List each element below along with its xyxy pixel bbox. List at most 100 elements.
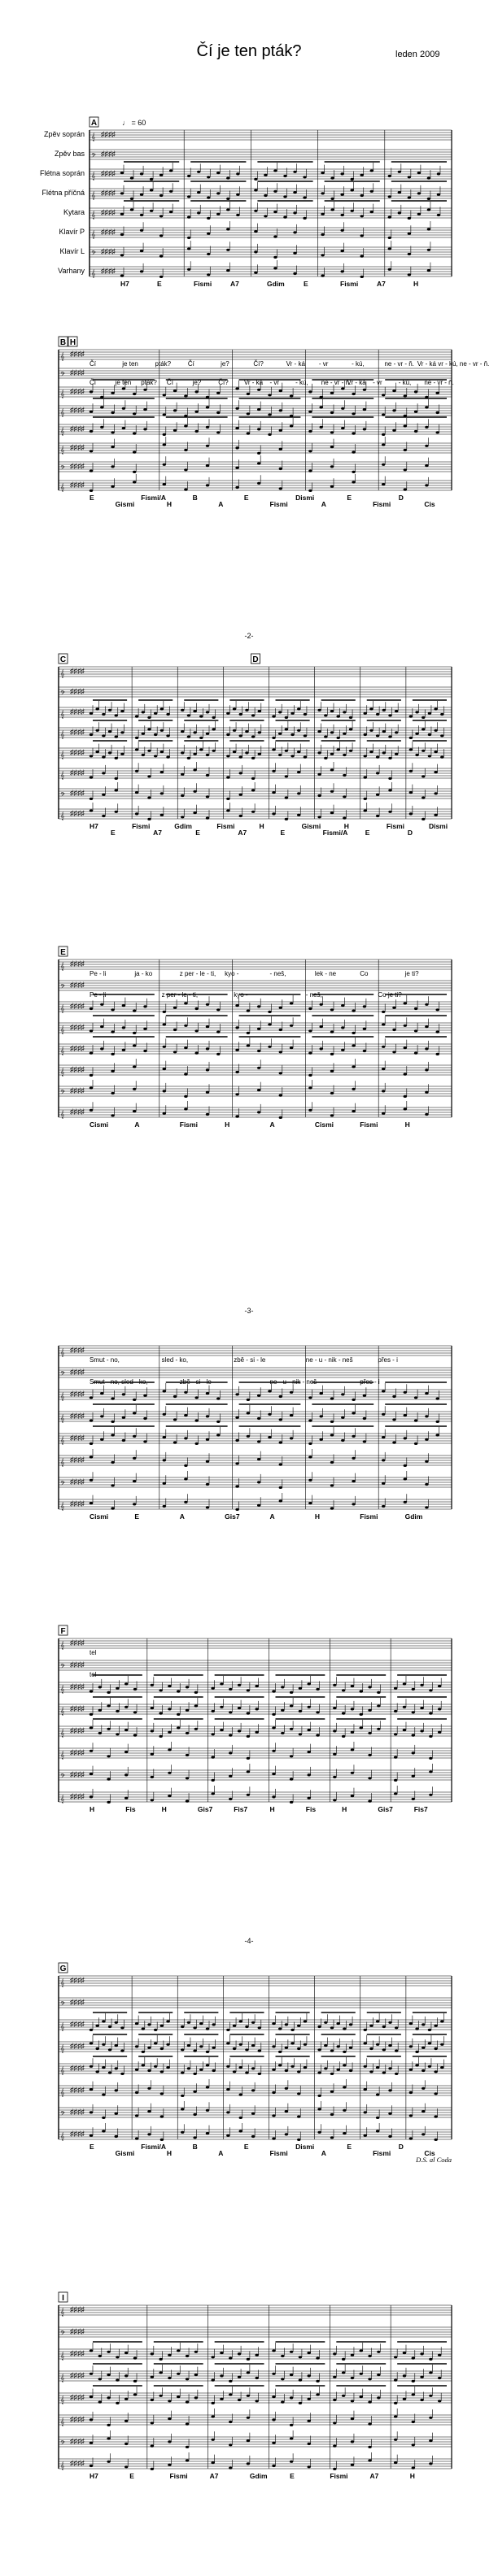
staff: 𝄞♯♯♯♯ <box>90 188 452 200</box>
note <box>159 2115 164 2118</box>
note <box>359 2349 363 2352</box>
note <box>333 1775 337 1779</box>
note <box>89 410 94 413</box>
staff: 𝄞♯♯♯♯ <box>59 1747 452 1760</box>
note <box>89 2111 94 2114</box>
note <box>114 2067 118 2070</box>
chord-symbol: Cis <box>424 500 435 508</box>
note <box>257 1005 261 1008</box>
note <box>153 733 158 737</box>
note <box>317 2071 321 2074</box>
note <box>330 431 334 434</box>
note <box>393 1778 398 1782</box>
note <box>264 194 268 198</box>
note <box>330 1397 334 1400</box>
chord-symbol: H7 <box>90 822 98 830</box>
chord-symbol: D <box>399 494 404 502</box>
note <box>220 2374 224 2378</box>
note <box>387 174 391 178</box>
note <box>159 255 164 258</box>
note <box>181 2071 185 2074</box>
note <box>187 236 191 239</box>
clef: 𝄞 <box>60 2066 64 2075</box>
note <box>360 215 364 218</box>
note <box>257 1416 261 1421</box>
chord-symbol: A7 <box>377 280 386 288</box>
note <box>102 2020 106 2023</box>
note <box>89 2088 94 2091</box>
note <box>226 2028 230 2031</box>
note <box>229 1734 233 1737</box>
note <box>362 1394 367 1397</box>
note <box>257 1027 261 1030</box>
key-signature: ♯♯♯♯ <box>70 728 85 736</box>
note <box>277 2064 282 2067</box>
note <box>186 2021 191 2024</box>
note <box>293 191 297 194</box>
note <box>166 2043 170 2046</box>
note <box>229 2420 233 2424</box>
note <box>102 2066 106 2069</box>
note <box>89 797 94 801</box>
note <box>107 2048 112 2052</box>
clef: 𝄞 <box>60 2308 64 2317</box>
note <box>417 212 422 215</box>
note <box>153 2028 158 2031</box>
note <box>437 1708 442 1711</box>
note <box>369 2024 374 2027</box>
note <box>307 1705 311 1708</box>
note <box>257 710 262 713</box>
note <box>116 1733 120 1736</box>
note <box>150 2375 155 2378</box>
note <box>205 444 210 447</box>
note <box>297 2047 301 2051</box>
note <box>162 1459 166 1462</box>
note <box>375 755 380 759</box>
note <box>120 274 124 277</box>
lyric-syllable: ne - vr - ň. <box>384 360 413 368</box>
note <box>268 394 272 397</box>
note <box>317 730 321 733</box>
note <box>272 748 276 751</box>
note <box>411 1751 415 1755</box>
note <box>107 1778 111 1781</box>
note <box>89 776 94 779</box>
note <box>368 1686 372 1689</box>
note <box>440 2043 444 2046</box>
tempo-mark: ♩ = 60 <box>122 119 146 127</box>
note <box>205 395 210 398</box>
note <box>114 810 118 813</box>
clef: 𝄞 <box>60 2352 64 2361</box>
note <box>333 2422 337 2425</box>
note <box>111 1052 115 1055</box>
note <box>162 443 166 446</box>
note <box>185 1753 190 1757</box>
note <box>319 1025 323 1029</box>
note <box>293 211 297 215</box>
note <box>216 391 221 394</box>
note <box>232 2047 237 2051</box>
note <box>308 450 312 453</box>
note <box>425 1025 429 1029</box>
note <box>425 444 429 447</box>
key-signature: ♯♯♯♯ <box>70 1002 85 1010</box>
note <box>352 1044 356 1047</box>
note <box>352 1398 356 1401</box>
note <box>114 2021 118 2024</box>
note <box>124 2397 129 2400</box>
note <box>114 2089 118 2092</box>
note <box>246 1756 251 1760</box>
note <box>141 2050 146 2053</box>
chord-symbol: Gismi <box>116 2149 135 2157</box>
note <box>407 216 412 220</box>
note <box>426 228 431 231</box>
note <box>124 1773 129 1777</box>
note <box>143 1049 147 1053</box>
note <box>278 1072 282 1075</box>
staff: 𝄢♯♯♯♯ <box>59 368 452 379</box>
note <box>343 2050 347 2053</box>
key-signature: ♯♯♯♯ <box>70 768 85 777</box>
note <box>425 395 429 398</box>
note <box>89 429 94 433</box>
note <box>422 749 426 752</box>
